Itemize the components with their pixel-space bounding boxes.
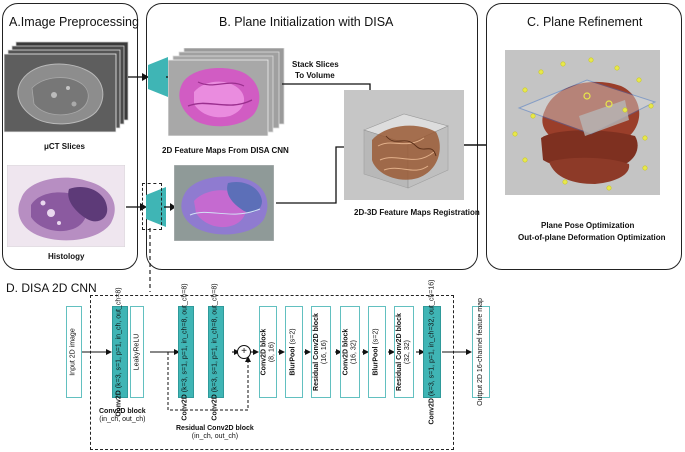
uct-feature-map-stack	[168, 48, 285, 136]
residual-conv2-params: (k=3, s=1, p=1, in_ch=8, out_ch=8)	[211, 283, 219, 393]
leakyrelu-label: LeakyReLU	[132, 333, 140, 371]
layer-5-title: Residual Conv2D block	[395, 313, 403, 391]
layer-residual-16-16: Residual Conv2D block(16, 16)	[311, 306, 331, 398]
deformation-label: Out-of-plane Deformation Optimization	[518, 233, 666, 242]
layer-1-params: (s=2)	[289, 328, 297, 345]
conv2d-params: (k=3, s=1, p=1, in_ch, out_ch=8)	[115, 287, 123, 389]
panel-a-title: A.Image Preprocessing	[9, 15, 139, 29]
residual-block-caption: Residual Conv2D block (in_ch, out_ch)	[176, 425, 254, 442]
layer-1-title: BlurPool	[289, 346, 297, 376]
uct-slices-label: μCT Slices	[44, 142, 85, 151]
conv-block-caption-line1: Conv2D block	[99, 408, 146, 415]
layer-2-title: Residual Conv2D block	[312, 313, 320, 391]
sum-node-icon: +	[237, 345, 251, 359]
layer-6-title: Conv2D	[427, 398, 435, 425]
residual-conv2d-layer-1: Conv2D (k=3, s=1, p=1, in_ch=8, out_ch=8…	[178, 283, 194, 421]
residual-caption-line2: (in_ch, out_ch)	[191, 433, 239, 441]
input-label: Input 2D image	[69, 328, 77, 376]
histology-feature-map	[174, 165, 274, 241]
sum-symbol: +	[241, 346, 247, 357]
arrow-encoder-to-features-bottom	[164, 203, 176, 211]
layer-blurpool-2: BlurPool (s=2)	[368, 306, 386, 398]
conv2d-layer: Conv2D (k=3, s=1, p=1, in_ch, out_ch=8)	[112, 287, 128, 417]
layer-4-params: (s=2)	[372, 328, 380, 345]
cnn-architecture-box	[90, 295, 454, 450]
conv-block-caption: Conv2D block (in_ch, out_ch)	[99, 408, 146, 425]
feature-maps-label: 2D Feature Maps From DISA CNN	[162, 146, 289, 155]
arrow-uct-to-encoder	[128, 73, 149, 81]
panel-c-title: C. Plane Refinement	[527, 15, 643, 29]
layer-0-params: (8, 16)	[268, 341, 275, 363]
layer-5-params: (32, 32)	[404, 339, 412, 365]
output-feature-map-box: Output 2D 16-channel feature map	[472, 298, 490, 406]
residual-caption-line1: Residual Conv2D block	[176, 425, 254, 432]
output-label: Output 2D 16-channel feature map	[476, 298, 484, 406]
disa-encoder-top-icon	[148, 57, 168, 97]
arrow-histology-to-encoder	[126, 203, 147, 211]
plane-refinement-render	[505, 50, 660, 195]
registration-label: 2D-3D Feature Maps Registration	[354, 208, 480, 217]
layer-3-title: Conv2D block	[341, 328, 349, 376]
plane-pose-label: Plane Pose Optimization	[541, 221, 635, 230]
layer-final-conv2d: Conv2D (k=3, s=1, p=1, in_ch=32, out_ch=…	[423, 280, 441, 424]
histology-image	[7, 165, 125, 247]
encoder-to-cnn-connector	[149, 228, 151, 292]
stack-slices-label-line2: To Volume	[295, 71, 335, 80]
layer-4-title: BlurPool	[372, 346, 380, 376]
layer-conv2d-block-8-16: Conv2D block(8, 16)	[259, 306, 277, 398]
encoder-highlight-box	[142, 183, 162, 230]
residual-conv2d-layer-2: Conv2D (k=3, s=1, p=1, in_ch=8, out_ch=8…	[208, 283, 224, 421]
layer-0-title: Conv2D block	[259, 328, 267, 376]
panel-d-title: D. DISA 2D CNN	[6, 281, 97, 295]
residual-conv1-params: (k=3, s=1, p=1, in_ch=8, out_ch=8)	[181, 283, 189, 393]
cnn-flow-arrows	[82, 349, 472, 411]
layer-blurpool-1: BlurPool (s=2)	[285, 306, 303, 398]
residual-conv2-title: Conv2D	[211, 394, 219, 421]
layer-residual-32-32: Residual Conv2D block(32, 32)	[394, 306, 414, 398]
layer-2-params: (16, 16)	[321, 339, 329, 365]
histology-label: Histology	[48, 252, 85, 261]
stack-slices-label-line1: Stack Slices	[292, 60, 339, 69]
input-2d-image-box: Input 2D image	[66, 306, 82, 398]
layer-3-params: (16, 32)	[350, 339, 357, 365]
residual-conv1-title: Conv2D	[181, 394, 189, 421]
feature-volume-3d	[344, 90, 464, 200]
panel-b-title: B. Plane Initialization with DISA	[219, 15, 394, 29]
leakyrelu-layer: LeakyReLU	[130, 306, 144, 398]
uct-slice-stack	[4, 41, 129, 133]
layer-6-params: (k=3, s=1, p=1, in_ch=32, out_ch=16)	[427, 279, 435, 397]
layer-conv2d-block-16-32: Conv2D block(16, 32)	[340, 306, 360, 398]
conv-block-caption-line2: (in_ch, out_ch)	[99, 416, 146, 424]
